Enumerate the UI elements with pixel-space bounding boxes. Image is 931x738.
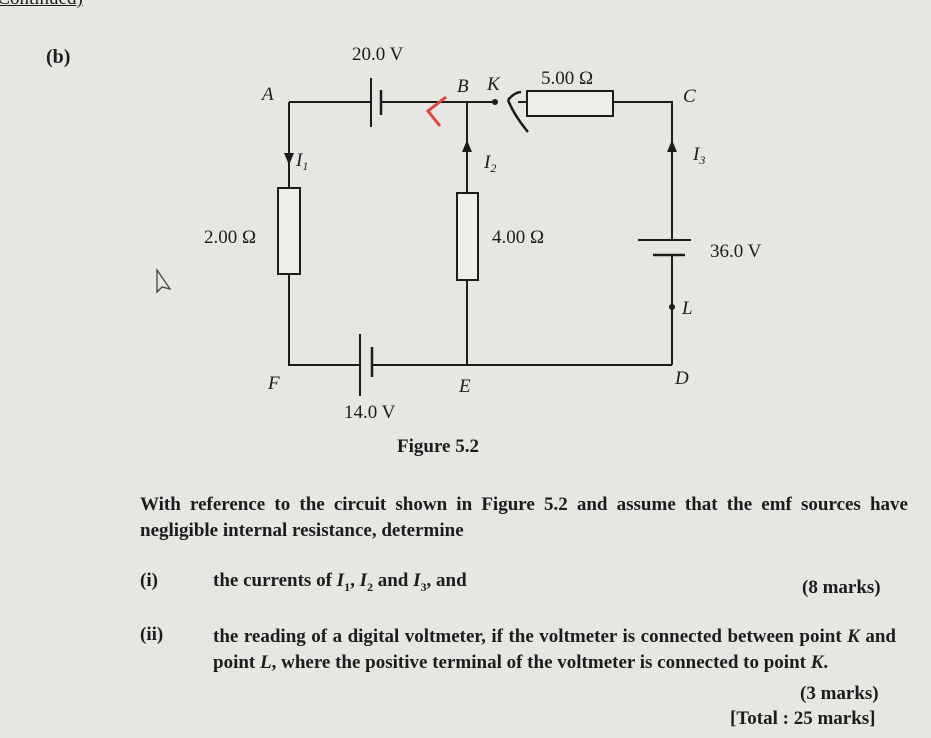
- resistor-2ohm: [277, 187, 301, 275]
- label-node-a: A: [260, 84, 274, 105]
- item-ii-marks: (3 marks): [800, 683, 879, 704]
- part-label: (b): [46, 46, 71, 68]
- label-i1: I1: [295, 150, 308, 173]
- question-intro: With reference to the circuit shown in F…: [140, 492, 908, 544]
- figure-caption: Figure 5.2: [397, 436, 479, 457]
- item-ii-number: (ii): [140, 624, 164, 645]
- item-i-text: the currents of I1, I2 and I3, and: [213, 570, 467, 594]
- arrow-i1-icon: [284, 153, 294, 165]
- label-node-l: L: [681, 298, 693, 319]
- label-node-k: K: [486, 74, 501, 95]
- label-r-middle: 4.00 Ω: [492, 227, 544, 248]
- switch-k-lever: [506, 90, 529, 133]
- label-emf-top: 20.0 V: [352, 44, 404, 65]
- circuit-diagram: 20.0 V A B K 5.00 Ω C I1 I2 I3 2.00 Ω 4.…: [156, 44, 762, 423]
- node-k-dot: [492, 99, 498, 105]
- label-r-left: 2.00 Ω: [204, 227, 256, 248]
- total-marks: [Total : 25 marks]: [730, 708, 876, 729]
- continued-header: 5. (Continued): [0, 0, 83, 10]
- resistor-5ohm: [526, 90, 614, 117]
- intro-figure-ref: Figure 5.2: [481, 494, 568, 515]
- label-node-e: E: [458, 376, 471, 397]
- red-check-mark: [425, 95, 447, 127]
- item-i-marks: (8 marks): [802, 577, 881, 598]
- label-emf-right: 36.0 V: [710, 241, 762, 262]
- label-node-c: C: [683, 86, 696, 107]
- intro-text-2: and assume that the emf sources have neg…: [140, 494, 908, 541]
- arrow-i3-icon: [667, 140, 677, 152]
- label-node-f: F: [267, 373, 280, 394]
- mouse-cursor-icon: [156, 267, 172, 294]
- label-i3: I3: [692, 144, 705, 167]
- node-l-dot: [669, 304, 675, 310]
- item-i-number: (i): [140, 570, 158, 591]
- label-node-b: B: [457, 76, 469, 97]
- label-r-top: 5.00 Ω: [541, 68, 593, 89]
- resistor-4ohm: [456, 192, 479, 281]
- label-node-d: D: [674, 368, 689, 389]
- wire-top-right: [613, 101, 673, 240]
- label-i2: I2: [483, 152, 496, 175]
- wire-left: [288, 102, 360, 366]
- intro-text: With reference to the circuit shown in: [140, 494, 482, 515]
- label-emf-bottom: 14.0 V: [344, 402, 396, 423]
- item-ii-text: the reading of a digital voltmeter, if t…: [213, 626, 896, 673]
- arrow-i2-icon: [462, 140, 472, 152]
